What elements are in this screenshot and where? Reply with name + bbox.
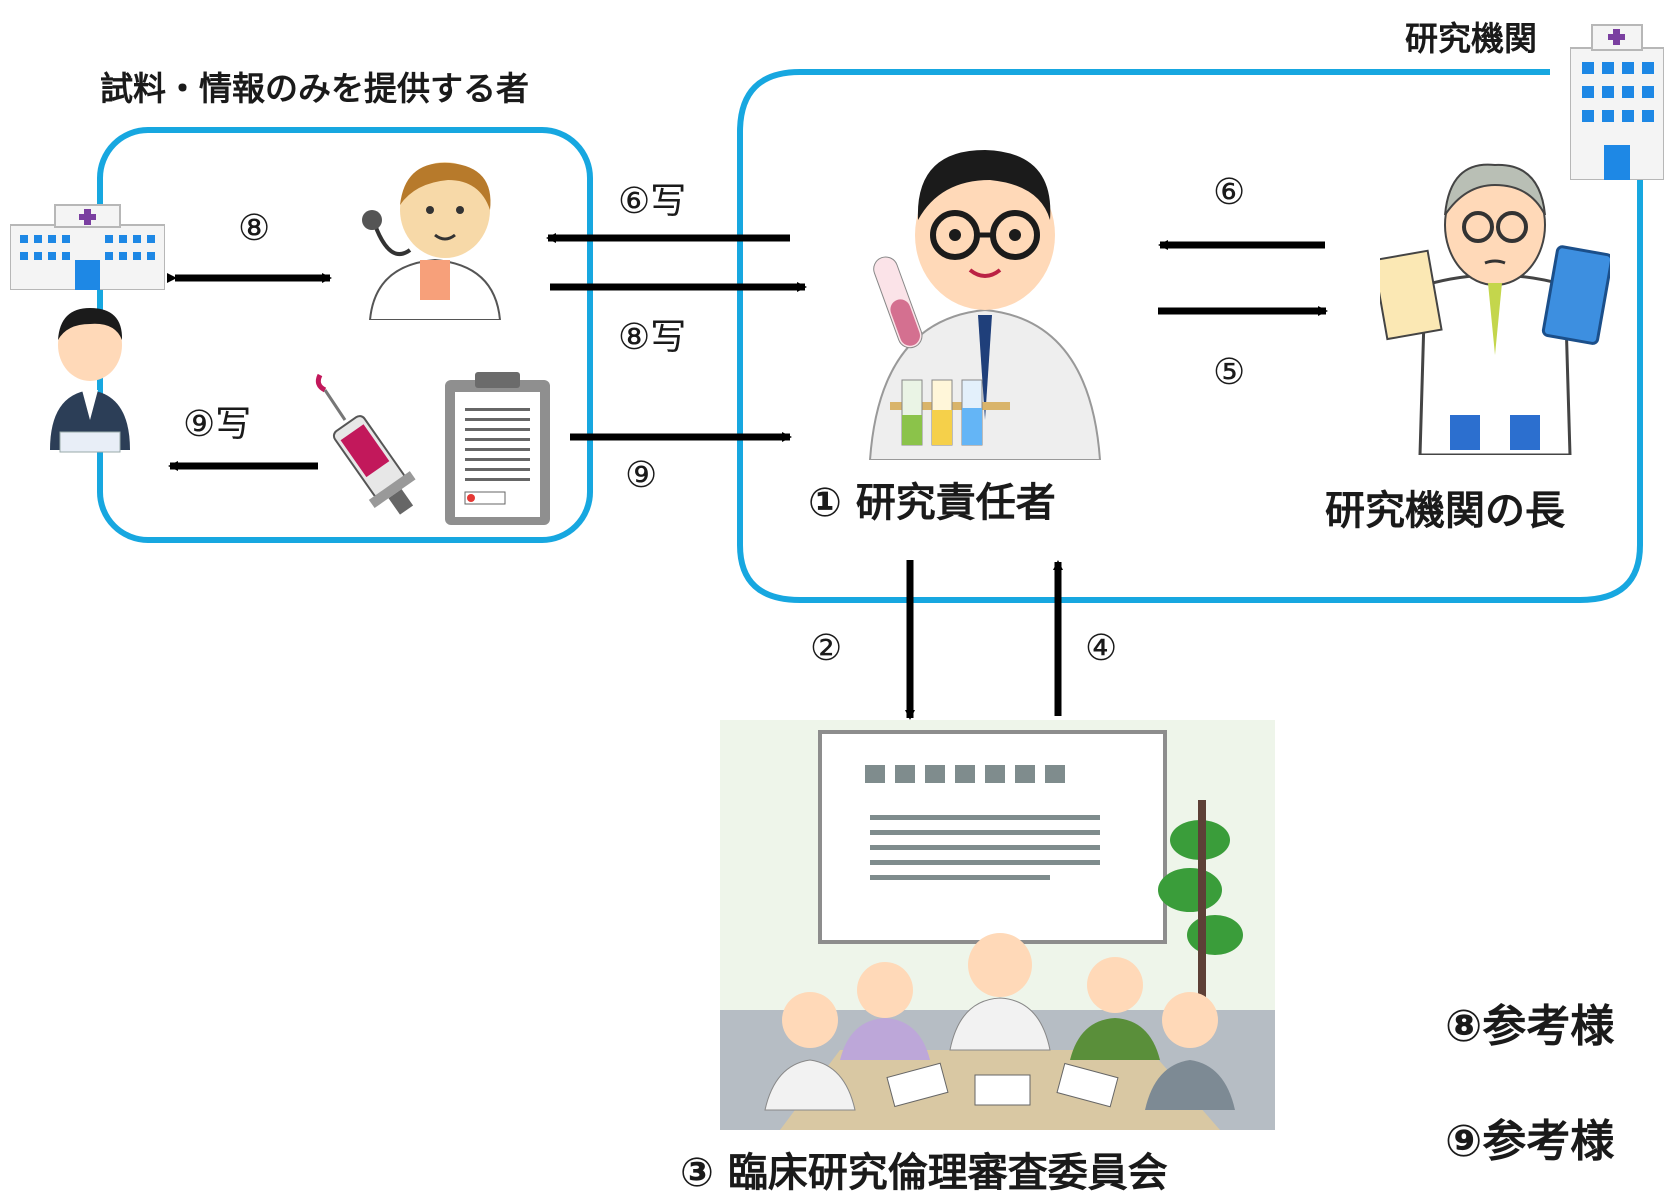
provider-group-title: 試料・情報のみを提供する者 [100,69,529,108]
step-5-label: ⑤ [1213,352,1246,393]
step-6-copy-label: ⑥写 [618,181,687,222]
step-8-label: ⑧ [238,208,271,249]
office-worker-icon [50,308,130,453]
institution-frame [737,69,1643,603]
institution-title: 研究機関 [1405,19,1537,58]
step-8-copy-label: ⑧写 [618,317,687,358]
ethics-committee-meeting-image [720,720,1275,1130]
reference-form-note-8: ⑧参考様 [1445,1001,1615,1052]
institution-head-label: 研究機関の長 [1325,488,1565,534]
step-9-copy-label: ⑨写 [183,404,252,445]
step-6-label: ⑥ [1213,172,1246,213]
hospital-building-icon [10,204,165,290]
step-2-label: ② [810,628,843,669]
institution-head-icon [1380,163,1610,455]
clipboard-icon [445,372,550,525]
syringe-icon [315,373,416,515]
reference-form-note-9: ⑨参考様 [1445,1116,1615,1167]
researcher-icon [868,150,1102,460]
doctor-stethoscope-icon [362,162,502,320]
principal-investigator-label: ① 研究責任者 [808,480,1056,526]
step-4-label: ④ [1085,628,1118,669]
ethics-committee-label: ③ 臨床研究倫理審査委員会 [680,1150,1168,1196]
institution-building-icon [1570,24,1664,180]
step-9-label: ⑨ [625,455,658,496]
